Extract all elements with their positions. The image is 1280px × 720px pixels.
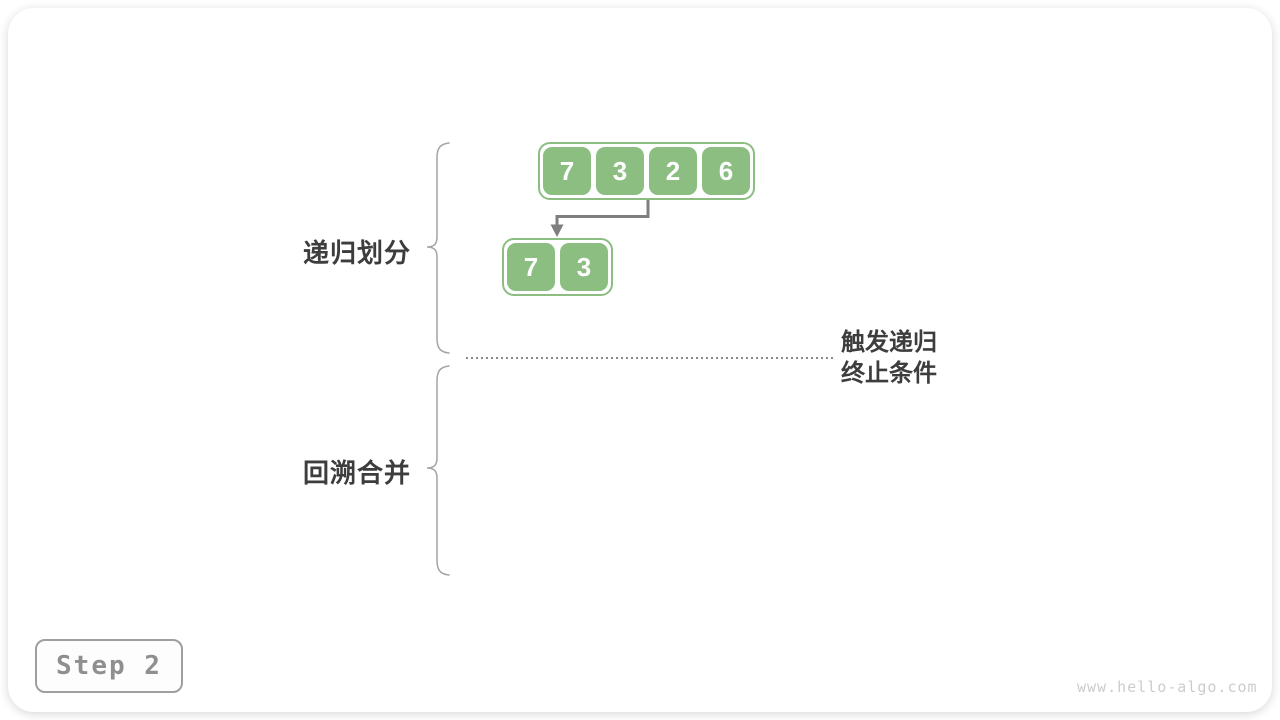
- termination-annotation-line2: 终止条件: [841, 360, 937, 387]
- array-cell: 3: [596, 147, 644, 195]
- array-cell: 6: [702, 147, 750, 195]
- merge-phase-label: 回溯合并: [303, 458, 412, 488]
- array-cell: 2: [649, 147, 697, 195]
- step-badge: Step 2: [35, 639, 183, 693]
- array-cell: 3: [560, 243, 608, 291]
- termination-annotation-line1: 触发递归: [841, 329, 937, 356]
- array-full: 7 3 2 6: [538, 142, 755, 200]
- figure-card: [8, 8, 1272, 712]
- array-cell: 7: [507, 243, 555, 291]
- watermark: www.hello-algo.com: [1077, 678, 1258, 696]
- divide-phase-label: 递归划分: [303, 238, 412, 268]
- array-cell: 7: [543, 147, 591, 195]
- termination-annotation: 触发递归 终止条件: [841, 327, 937, 389]
- array-left-half: 7 3: [502, 238, 613, 296]
